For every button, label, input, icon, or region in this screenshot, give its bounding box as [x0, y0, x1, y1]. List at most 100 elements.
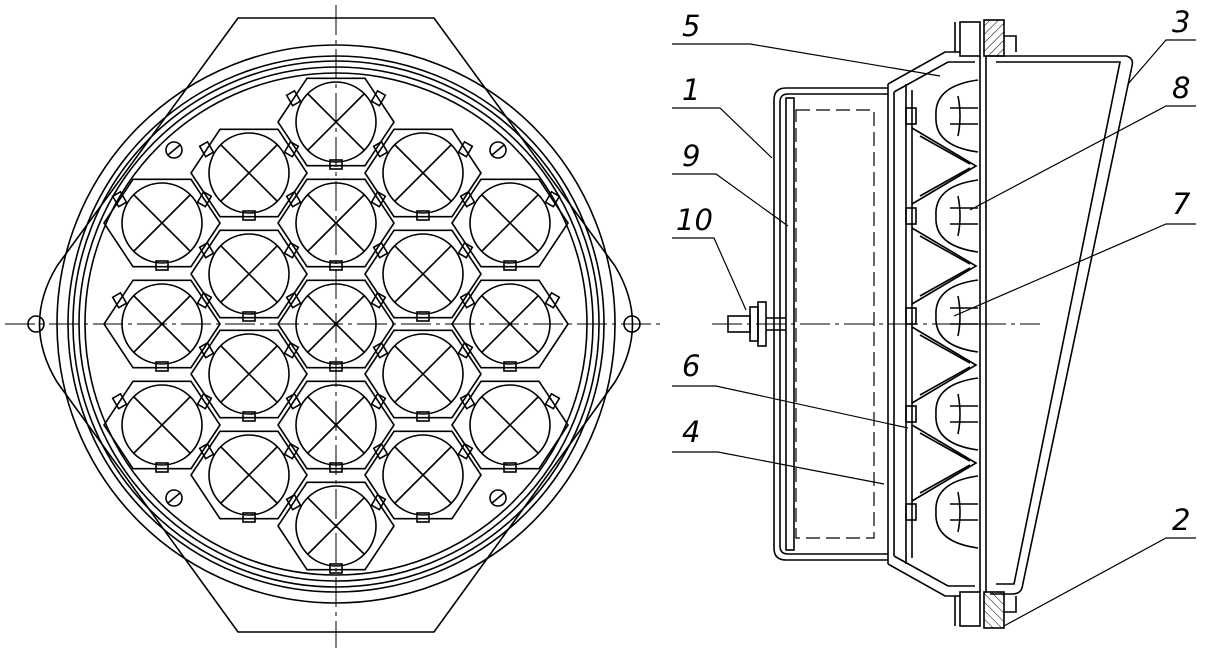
led-cross-line	[481, 396, 539, 454]
led-tab	[416, 411, 430, 422]
callout-6: 6	[682, 349, 700, 383]
led-cell-hexagon	[190, 229, 308, 319]
led-cell	[277, 279, 395, 372]
led-cross-line	[220, 446, 278, 504]
led-tab	[370, 190, 387, 208]
seal-bottom	[983, 591, 1005, 629]
housing-ring-2	[67, 55, 605, 593]
led-tab	[329, 159, 343, 170]
led-tab	[196, 291, 213, 309]
side-led	[905, 377, 979, 502]
led-tab	[544, 291, 561, 309]
callout-labels: 5 1 9 10 6 4 3 8 7 2	[676, 5, 1191, 537]
led-lens-circle	[208, 132, 290, 214]
led-tab	[372, 341, 389, 359]
leader-10	[672, 237, 747, 311]
led-tab	[459, 392, 476, 410]
led-tab	[198, 341, 215, 359]
led-cell-hexagon	[451, 279, 569, 369]
led-tab	[329, 462, 343, 473]
rear-cover	[773, 87, 888, 561]
led-cell	[190, 229, 308, 322]
side-led-group	[905, 79, 979, 549]
led-cross-line	[394, 446, 452, 504]
led-lens-circle	[295, 283, 377, 365]
led-cell-hexagon	[190, 430, 308, 520]
fixing-screw-group	[165, 141, 507, 507]
led-tab	[155, 361, 169, 372]
led-cell-hexagon	[277, 178, 395, 268]
led-tab	[283, 341, 300, 359]
led-tab	[283, 140, 300, 158]
front-glass	[979, 56, 987, 592]
visor-inner	[996, 61, 1121, 585]
led-tab	[370, 392, 387, 410]
led-tab	[370, 89, 387, 107]
led-cluster-group	[103, 77, 569, 574]
callout-4: 4	[682, 415, 700, 449]
fixing-screw	[165, 141, 183, 159]
led-cell-hexagon	[451, 380, 569, 470]
side-led	[905, 179, 979, 305]
led-cell-hexagon	[103, 380, 221, 470]
led-tab	[457, 140, 474, 158]
callout-1: 1	[682, 73, 700, 107]
led-cross-line	[133, 295, 191, 353]
mounting-plate	[785, 97, 795, 551]
led-lens-circle	[295, 384, 377, 466]
led-tab	[503, 260, 517, 271]
led-lens-circle	[382, 132, 464, 214]
housing-ring-4	[78, 66, 594, 582]
side-section-view	[712, 19, 1134, 629]
housing-ring-3	[72, 60, 600, 588]
led-lens-circle	[469, 384, 551, 466]
led-tab	[370, 291, 387, 309]
electronics-board-dashed	[795, 109, 875, 539]
led-cell-hexagon	[364, 128, 482, 218]
led-tab	[111, 190, 128, 208]
led-cross-line	[307, 93, 365, 151]
led-cell-hexagon	[364, 430, 482, 520]
callout-10: 10	[676, 203, 713, 237]
led-lens-circle	[382, 233, 464, 315]
led-lens-circle	[208, 333, 290, 415]
led-tab	[372, 140, 389, 158]
led-cell	[451, 178, 569, 271]
led-cell	[190, 329, 308, 422]
led-tab	[198, 241, 215, 259]
led-tab	[329, 260, 343, 271]
led-tab	[155, 462, 169, 473]
led-cell-hexagon	[103, 178, 221, 268]
led-tab	[155, 260, 169, 271]
led-tab	[242, 411, 256, 422]
led-lens-circle	[469, 182, 551, 264]
led-cell	[364, 128, 482, 221]
led-lens-circle	[382, 434, 464, 516]
led-lens-circle	[121, 283, 203, 365]
led-tab	[370, 493, 387, 511]
led-tab	[242, 311, 256, 322]
led-cross-line	[133, 396, 191, 454]
led-lens-circle	[121, 384, 203, 466]
led-cross-line	[220, 144, 278, 202]
led-cell-hexagon	[364, 229, 482, 319]
led-cell	[277, 178, 395, 271]
front-view	[5, 5, 665, 648]
leader-4	[672, 451, 885, 485]
leader-8	[969, 105, 1196, 211]
led-tab	[242, 210, 256, 221]
housing-ring-inner	[84, 72, 588, 576]
led-cell-hexagon	[190, 329, 308, 419]
led-tab	[283, 241, 300, 259]
flange-collar	[954, 22, 1017, 626]
led-tab	[285, 392, 302, 410]
led-cross-line	[133, 194, 191, 252]
led-cell-hexagon	[103, 279, 221, 369]
led-cell-hexagon	[364, 329, 482, 419]
led-cell	[190, 430, 308, 523]
led-lens-circle	[295, 485, 377, 567]
led-cell-hexagon	[451, 178, 569, 268]
led-tab	[111, 392, 128, 410]
